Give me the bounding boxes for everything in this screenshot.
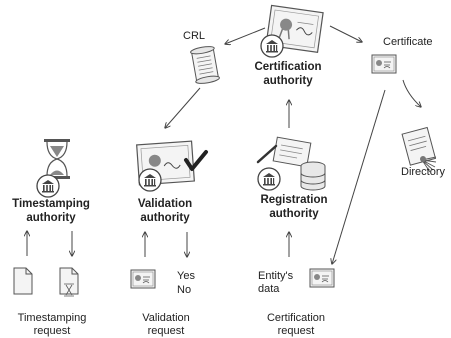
directory-icon: [401, 126, 437, 173]
timestamping-request-line1: Timestamping: [17, 312, 87, 324]
certification-request-line1: Certification: [266, 312, 326, 324]
timestamping-response-document-icon: [59, 267, 79, 297]
timestamping-request-label: Timestamping request: [2, 312, 102, 338]
validation-authority-line2: authority: [140, 212, 190, 224]
crl-scroll-icon: [190, 46, 220, 84]
certification-authority-label: Certification authority: [238, 60, 338, 88]
entity-data-line1: Entity's: [258, 270, 294, 282]
timestamping-authority-line2: authority: [26, 212, 76, 224]
certification-authority-line2: authority: [263, 75, 313, 87]
validation-request-label: Validation request: [120, 312, 212, 338]
validation-request-line1: Validation: [142, 312, 190, 324]
arrow-certificate-to-request: [332, 89, 386, 264]
registration-authority-icon: [256, 136, 326, 191]
certificate-label: Certificate: [383, 36, 433, 48]
arrow-ca-to-certificate: [329, 25, 362, 42]
certificate-icon: [371, 54, 397, 74]
validation-request-line2: request: [147, 325, 185, 337]
timestamping-request-document-icon: [13, 267, 33, 295]
entity-data-line2: data: [258, 283, 280, 295]
validation-request-certificate-icon: [130, 269, 156, 289]
timestamping-authority-line1: Timestamping: [12, 198, 90, 210]
entity-data-label: Entity's data: [258, 270, 293, 296]
registration-authority-line2: authority: [269, 208, 319, 220]
directory-label: Directory: [401, 166, 446, 178]
certification-authority-line1: Certification: [254, 61, 322, 73]
certification-request-line2: request: [277, 325, 315, 337]
arrow-crl-to-validation: [165, 87, 201, 128]
certification-authority-certificate-icon: [260, 4, 324, 58]
arrow-ca-to-crl: [225, 27, 266, 44]
diagram-arrows: [27, 25, 421, 264]
validation-authority-line1: Validation: [137, 198, 193, 210]
timestamping-authority-label: Timestamping authority: [2, 197, 100, 225]
registration-authority-label: Registration authority: [246, 193, 342, 221]
validation-authority-label: Validation authority: [119, 197, 211, 225]
yes-label: Yes: [177, 270, 195, 282]
certification-request-label: Certification request: [246, 312, 346, 338]
certification-request-certificate-icon: [309, 268, 335, 288]
timestamping-request-line2: request: [33, 325, 71, 337]
no-label: No: [177, 284, 192, 296]
crl-label: CRL: [183, 30, 206, 42]
registration-authority-line1: Registration: [260, 194, 328, 206]
hourglass-icon: [36, 139, 70, 198]
arrow-certificate-to-directory: [402, 79, 421, 107]
validation-authority-icon: [136, 140, 208, 192]
